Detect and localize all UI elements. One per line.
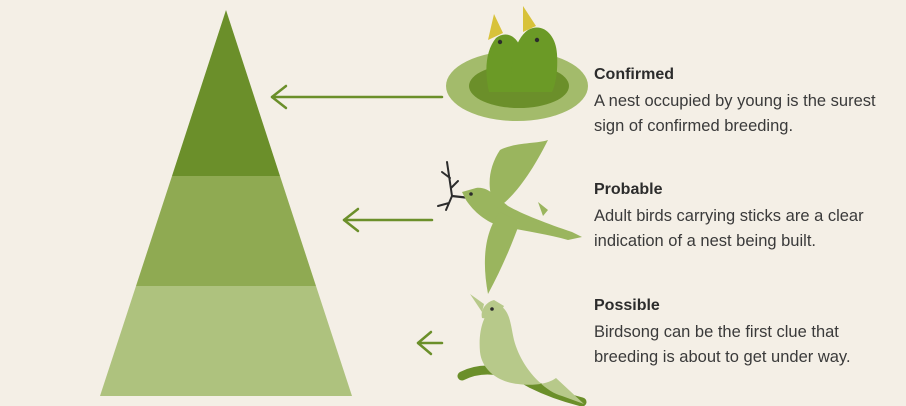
level-title: Probable: [594, 181, 904, 199]
level-description-line: Adult birds carrying sticks are a clear: [594, 204, 904, 229]
level-description-line: breeding is about to get under way.: [594, 345, 904, 370]
level-description-line: indication of a nest being built.: [594, 229, 904, 254]
level-title: Possible: [594, 297, 904, 315]
level-title: Confirmed: [594, 66, 904, 84]
level-description-line: Birdsong can be the first clue that: [594, 320, 904, 345]
level-probable: Probable Adult birds carrying sticks are…: [594, 181, 904, 254]
pyramid-tier-probable: [136, 176, 316, 286]
arrow-confirmed: [272, 86, 442, 108]
level-confirmed: Confirmed A nest occupied by young is th…: [594, 66, 904, 139]
pyramid-tier-confirmed: [172, 10, 280, 176]
bird-carrying-stick-icon: [438, 140, 582, 294]
arrow-probable: [344, 209, 432, 231]
nestlings-in-nest-icon: [446, 6, 588, 121]
pyramid: [100, 10, 352, 396]
singing-bird-icon: [462, 294, 584, 404]
arrow-possible: [418, 332, 442, 354]
pyramid-tier-possible: [100, 286, 352, 396]
level-possible: Possible Birdsong can be the first clue …: [594, 297, 904, 370]
level-description-line: sign of confirmed breeding.: [594, 114, 904, 139]
level-description-line: A nest occupied by young is the surest: [594, 89, 904, 114]
